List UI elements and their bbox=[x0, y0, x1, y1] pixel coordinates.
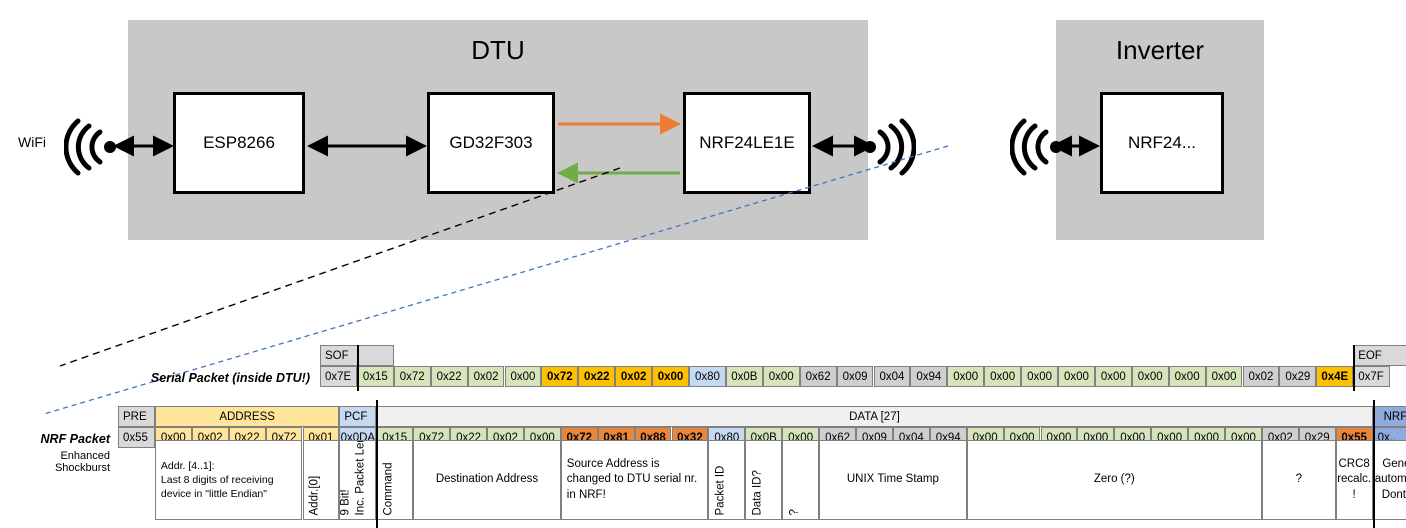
sep-nrf-data-start bbox=[376, 400, 379, 528]
serial-byte-0: 0x7E bbox=[320, 366, 357, 387]
desc-data-id: Data ID? bbox=[745, 440, 783, 520]
serial-byte-19: 0x00 bbox=[1021, 366, 1058, 387]
serial-byte-2: 0x72 bbox=[393, 366, 431, 387]
serial-byte-25: 0x02 bbox=[1242, 366, 1280, 387]
sep-nrf-crc-start bbox=[1372, 400, 1375, 528]
nrf-packet-sublabel: Enhanced Shockburst bbox=[54, 450, 110, 474]
nrf-pcf-header: PCF bbox=[339, 406, 377, 427]
desc-unix-timestamp: UNIX Time Stamp bbox=[819, 440, 967, 520]
desc-packet-id: Packet ID bbox=[708, 440, 746, 520]
serial-byte-1: 0x15 bbox=[356, 366, 394, 387]
serial-byte-18: 0x00 bbox=[984, 366, 1022, 387]
serial-byte-26: 0x29 bbox=[1279, 366, 1317, 387]
serial-byte-21: 0x00 bbox=[1094, 366, 1132, 387]
serial-byte-4: 0x02 bbox=[467, 366, 505, 387]
desc-crc8: CRC8 recalc. ! bbox=[1335, 440, 1373, 520]
serial-byte-6: 0x72 bbox=[541, 366, 579, 387]
serial-byte-24: 0x00 bbox=[1205, 366, 1243, 387]
serial-byte-16: 0x94 bbox=[910, 366, 948, 387]
sep-eof-boundary bbox=[1353, 345, 1356, 391]
desc-unknown-2: ? bbox=[1261, 440, 1336, 520]
serial-byte-9: 0x00 bbox=[652, 366, 689, 387]
connection-arrows bbox=[113, 113, 1100, 184]
serial-byte-23: 0x00 bbox=[1168, 366, 1206, 387]
chip-nrf24-inverter-label: NRF24... bbox=[1127, 133, 1197, 152]
serial-byte-13: 0x62 bbox=[799, 366, 837, 387]
desc-command: Command bbox=[376, 440, 414, 520]
wifi-label: WiFi bbox=[18, 134, 46, 150]
serial-byte-8: 0x02 bbox=[615, 366, 653, 387]
serial-byte-11: 0x0B bbox=[725, 366, 763, 387]
serial-packet-label: Serial Packet (inside DTU!) bbox=[150, 371, 310, 385]
serial-byte-27: 0x4E bbox=[1316, 366, 1354, 387]
desc-pcf: 9 Bit!Inc. Packet Length bbox=[339, 440, 377, 520]
desc-address: Addr. [4..1]:Last 8 digits of receiving … bbox=[154, 440, 303, 520]
nrf-packet-label: NRF Packet bbox=[40, 432, 110, 446]
system-block-diagram: DTU Inverter WiFi ESP8266 GD32F303 NRF24… bbox=[18, 20, 1264, 240]
desc-addr0: Addr.[0] bbox=[302, 440, 340, 520]
chip-nrf24-inverter: NRF24... bbox=[1100, 92, 1224, 194]
inverter-title: Inverter bbox=[1115, 35, 1205, 65]
nrf-data-header: DATA [27] bbox=[376, 406, 1373, 427]
desc-unknown-1: ? bbox=[782, 440, 820, 520]
desc-zero: Zero (?) bbox=[966, 440, 1262, 520]
serial-byte-22: 0x00 bbox=[1131, 366, 1169, 387]
serial-byte-7: 0x22 bbox=[578, 366, 616, 387]
serial-byte-5: 0x00 bbox=[504, 366, 542, 387]
nrf-address-header: ADDRESS bbox=[154, 406, 340, 427]
dtu-title: DTU bbox=[471, 35, 525, 65]
desc-nrf-crc: Generated automatically. Dont Care! bbox=[1372, 440, 1406, 520]
serial-byte-3: 0x22 bbox=[430, 366, 468, 387]
serial-byte-20: 0x00 bbox=[1058, 366, 1095, 387]
serial-byte-10: 0x80 bbox=[689, 366, 726, 387]
nrf-pre-header: PRE bbox=[118, 406, 155, 427]
serial-byte-12: 0x00 bbox=[762, 366, 800, 387]
nrf-byte-0: 0x55 bbox=[118, 427, 155, 448]
serial-byte-14: 0x09 bbox=[836, 366, 874, 387]
serial-eof-header: EOF bbox=[1353, 345, 1406, 366]
serial-byte-15: 0x04 bbox=[873, 366, 911, 387]
nrf-crc-header: NRF CRC bbox=[1372, 406, 1406, 427]
serial-byte-17: 0x00 bbox=[947, 366, 985, 387]
sep-sof-boundary bbox=[356, 345, 359, 391]
serial-byte-28: 0x7F bbox=[1353, 366, 1391, 387]
desc-destination: Destination Address bbox=[413, 440, 561, 520]
desc-source: Source Address is changed to DTU serial … bbox=[560, 440, 709, 520]
